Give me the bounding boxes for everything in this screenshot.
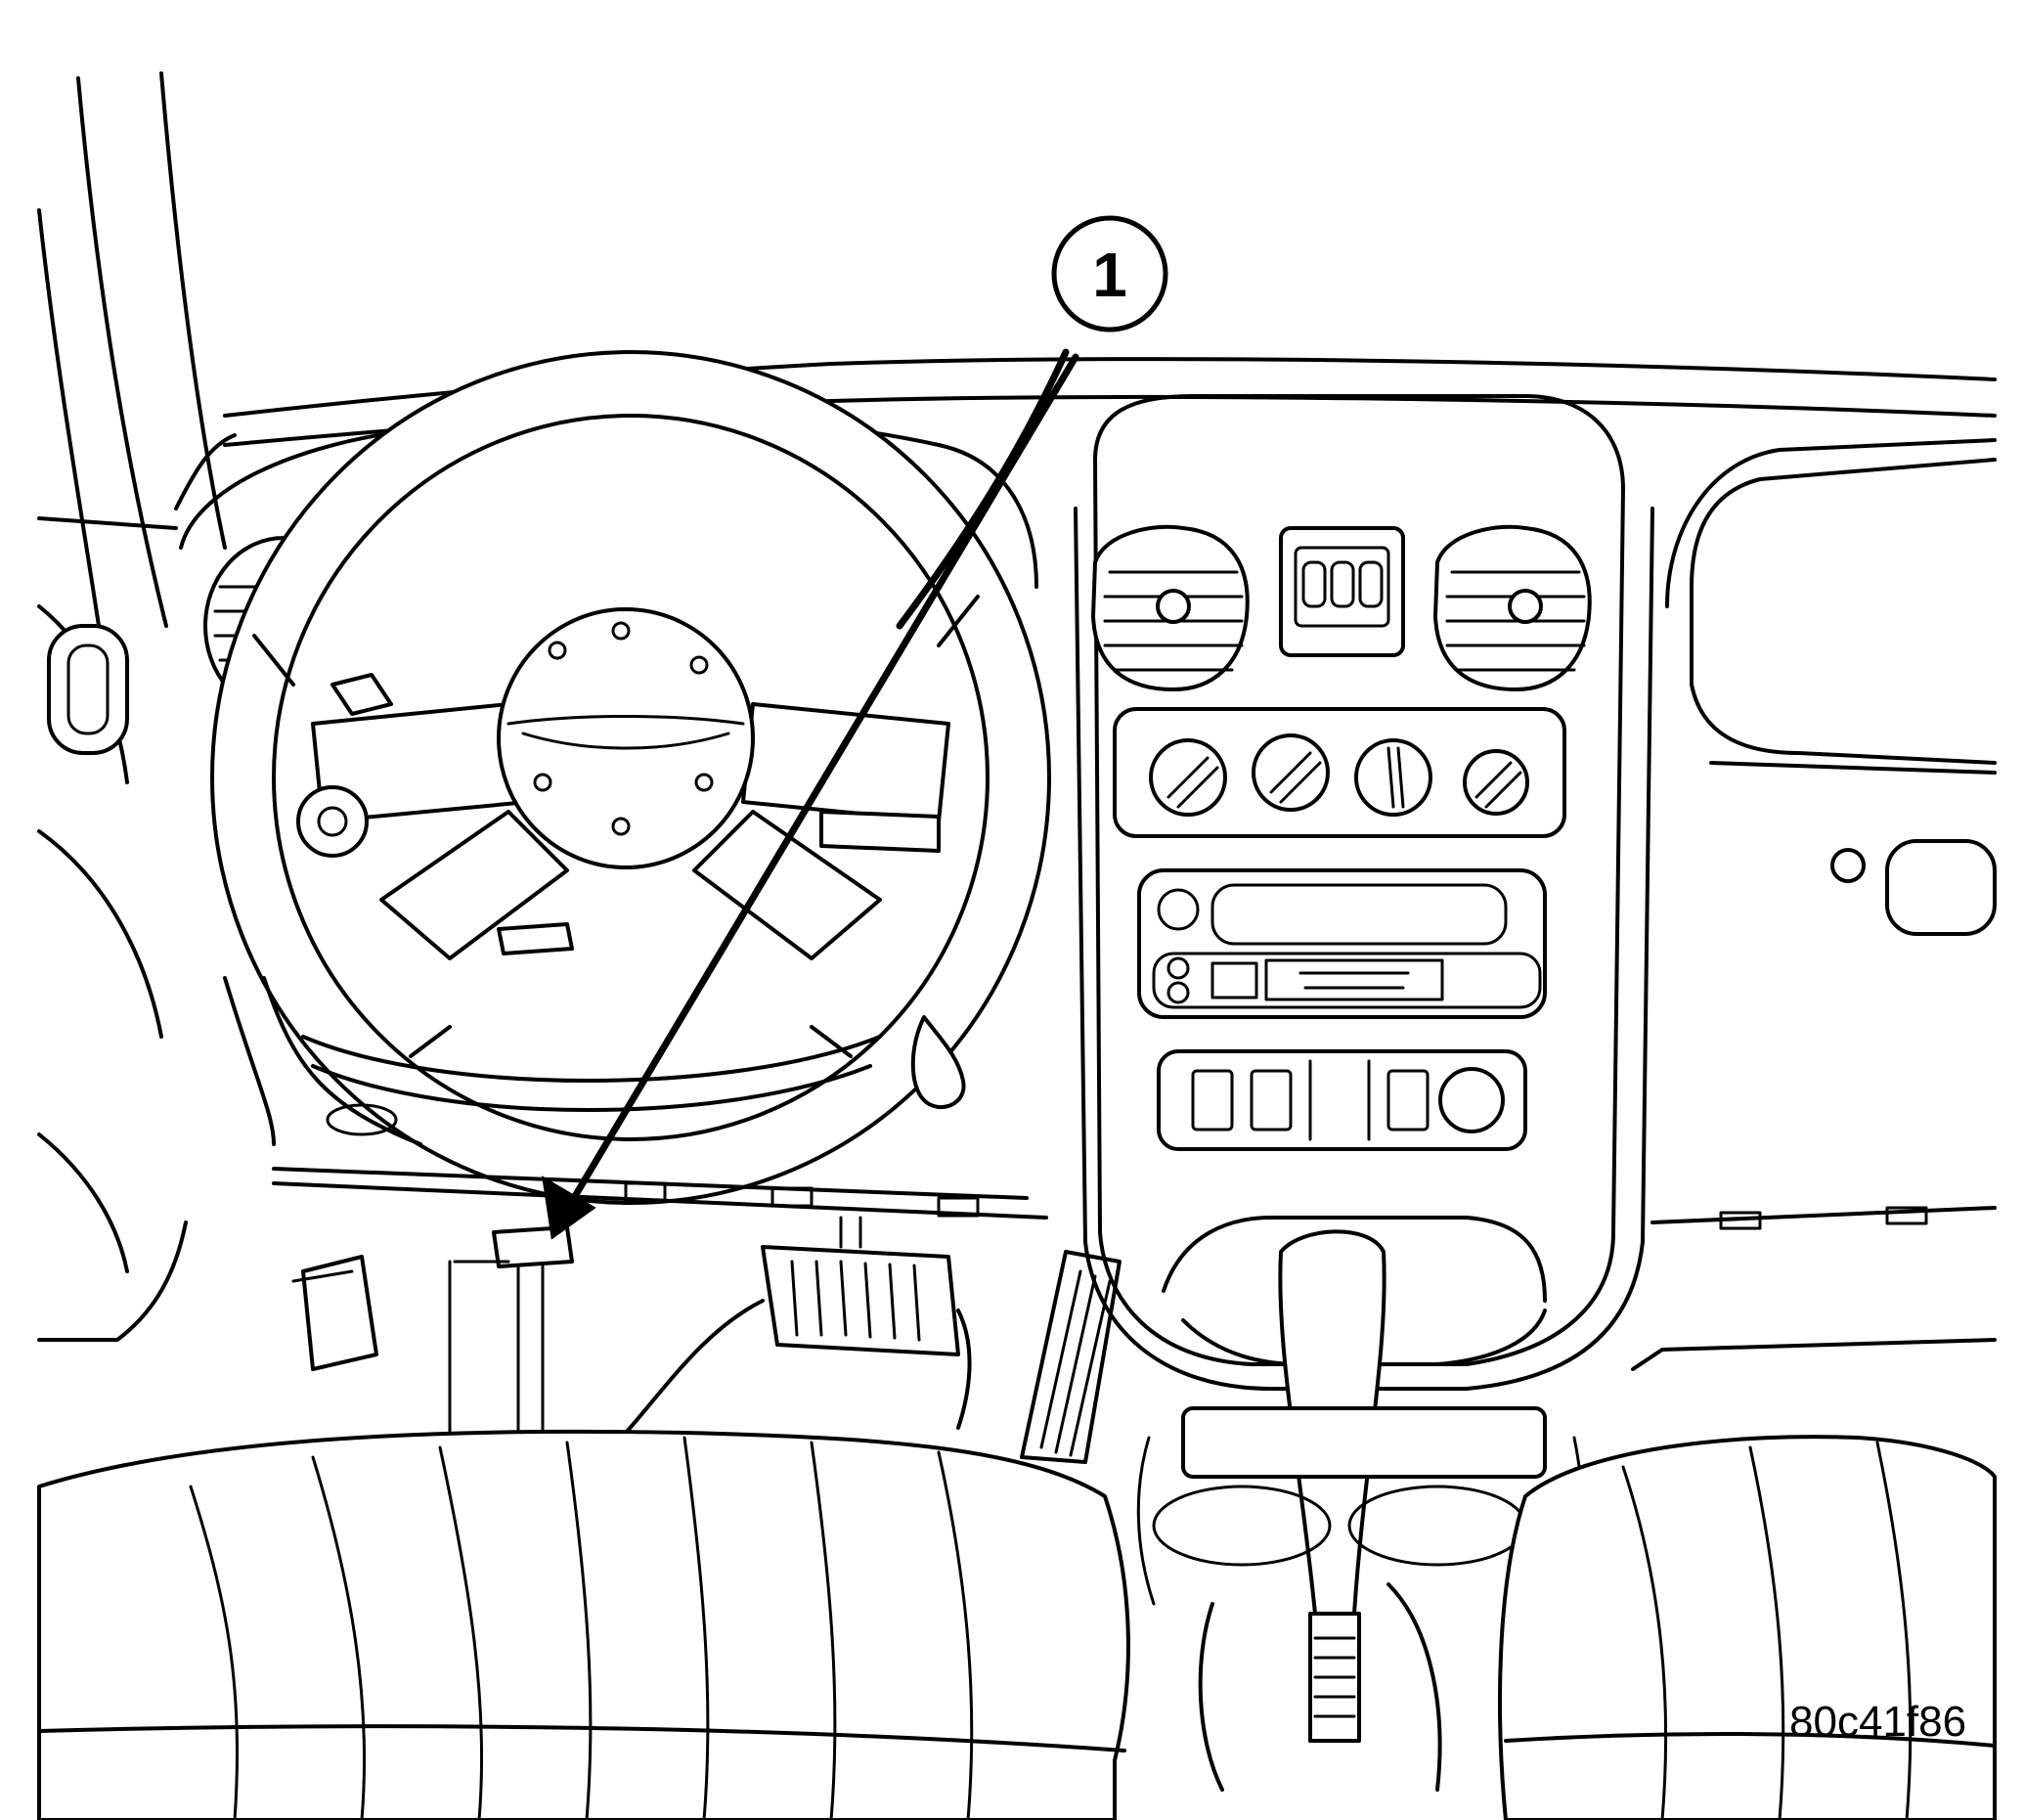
wheel-grip-lower xyxy=(301,1035,882,1083)
driver-seat xyxy=(37,1429,1130,1820)
callout-leader xyxy=(542,348,1079,1240)
center-right-vent xyxy=(1433,524,1592,691)
callout-circle xyxy=(1051,215,1168,333)
center-console xyxy=(1074,394,1654,1391)
steering-wheel xyxy=(210,350,1051,1205)
hazard-switch-module xyxy=(1279,526,1405,657)
arrowhead-icon xyxy=(542,1176,596,1240)
knee-bolster xyxy=(223,976,1048,1220)
brake-pedal xyxy=(624,1216,972,1435)
lower-left-spoke xyxy=(379,810,569,960)
lower-switch-bank xyxy=(1157,1049,1527,1151)
right-spoke xyxy=(741,702,950,823)
glovebox-handle xyxy=(1885,839,1997,936)
accelerator-pedal xyxy=(1020,1250,1122,1464)
power-outlet xyxy=(1438,1067,1505,1133)
climate-controls xyxy=(1113,707,1566,838)
gear-shifter xyxy=(1162,1216,1547,1792)
column-stalks xyxy=(330,673,966,1110)
callout-number: 1 xyxy=(1092,240,1127,310)
passenger-seat xyxy=(1498,1435,1997,1820)
ignition-key xyxy=(910,1015,966,1110)
callout-1: 1 xyxy=(1051,215,1168,333)
left-door-panel xyxy=(37,516,188,1342)
center-left-vent xyxy=(1091,524,1250,691)
parking-brake-release xyxy=(291,1255,378,1371)
lower-right-spoke xyxy=(692,810,882,960)
passenger-dash xyxy=(1631,438,1997,1371)
a-pillar xyxy=(37,71,227,687)
airbag-hub xyxy=(497,607,755,869)
figure-code: 80c41f86 xyxy=(1789,1698,1966,1746)
radio xyxy=(1137,868,1547,1019)
callout-target-switch xyxy=(448,1225,574,1435)
glovebox-lock xyxy=(1830,848,1866,883)
